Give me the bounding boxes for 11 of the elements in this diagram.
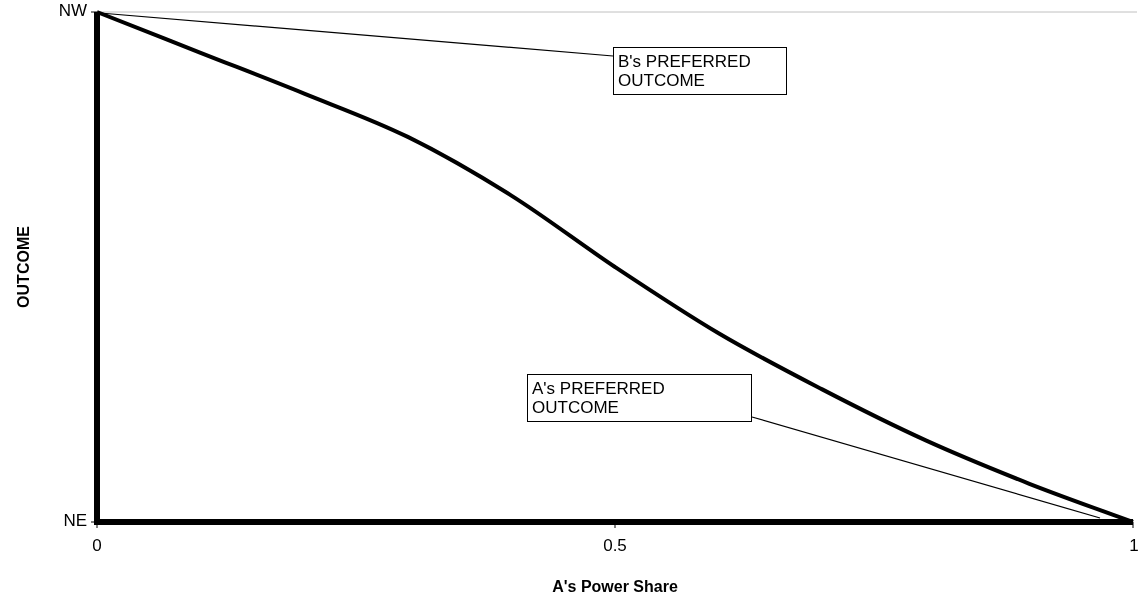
tick-label: 0.5: [603, 536, 627, 556]
tick-label: NW: [58, 1, 87, 21]
axis-title: OUTCOME: [15, 226, 33, 308]
tick-label: 1: [1129, 536, 1139, 556]
tick-label: 0: [92, 536, 102, 556]
axis-title: A's Power Share: [552, 578, 678, 596]
leader-line: [99, 12, 614, 57]
callout-label: B's PREFERRED OUTCOME: [613, 47, 787, 95]
callout-label: A's PREFERRED OUTCOME: [527, 374, 752, 422]
leader-line: [751, 416, 1101, 519]
tick-label: NE: [63, 511, 87, 531]
